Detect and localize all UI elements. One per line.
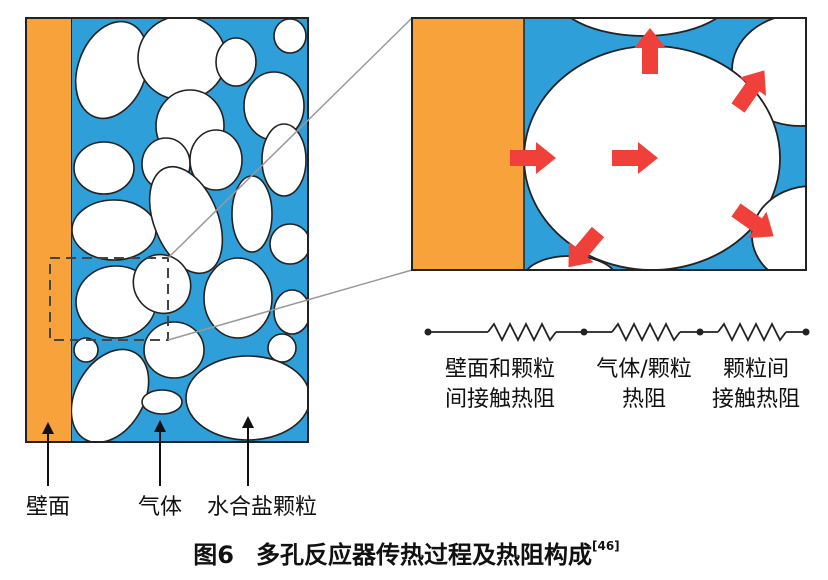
salt-particle (273, 18, 307, 54)
salt-particle (132, 253, 192, 315)
figure-reference: [46] (592, 539, 620, 553)
salt-particle (73, 337, 99, 363)
label-gas: 气体 (138, 495, 182, 520)
heat-arrow-lower-right (731, 203, 774, 239)
salt-particle (231, 175, 273, 253)
salt-particle (141, 389, 183, 415)
salt-particle (189, 129, 243, 191)
zoom-connector-top (167, 17, 413, 259)
wall-strip (25, 17, 73, 443)
heat-arrows (510, 28, 774, 268)
salt-particle (148, 165, 224, 275)
heat-arrow-wall-to-particle (510, 142, 556, 174)
network-node (580, 328, 588, 336)
heat-arrow-lower-left (568, 226, 605, 268)
resistor-gas-particle (611, 321, 681, 343)
salt-particle (215, 37, 257, 87)
heat-arrow-center (612, 142, 658, 174)
resistance-label-3-line1: 颗粒间 (723, 357, 789, 382)
salt-particle (267, 333, 297, 363)
network-nodes (424, 328, 810, 336)
salt-particle (273, 289, 308, 335)
figure-caption: 多孔反应器传热过程及热阻构成 (256, 541, 592, 569)
salt-particle (74, 20, 150, 120)
zoom-connector-bottom (167, 269, 413, 341)
resistor-particle-particle (717, 321, 787, 343)
network-node (424, 328, 432, 336)
salt-particle (72, 199, 157, 261)
zoom-wall (412, 18, 524, 270)
resistor-wall-particle (487, 321, 557, 343)
zoom-outline (411, 17, 807, 271)
resistance-label-2-line2: 热阻 (622, 387, 666, 412)
salt-particle (269, 223, 308, 265)
heat-arrow-up (634, 28, 666, 74)
salt-particle (203, 257, 273, 339)
zoom-panel (411, 17, 807, 271)
salt-particle (73, 141, 135, 195)
resistance-network (428, 321, 806, 343)
network-node (696, 328, 704, 336)
salt-particle (143, 321, 205, 379)
figure-number: 图6 (193, 541, 234, 569)
heat-arrow-upper-right (731, 70, 767, 113)
salt-particle (137, 18, 227, 101)
label-wall: 壁面 (26, 495, 70, 520)
resistance-label-1-line1: 壁面和颗粒 (445, 357, 555, 382)
salt-particle (72, 348, 150, 442)
salt-particles (72, 18, 308, 442)
network-node (802, 328, 810, 336)
label-particle: 水合盐颗粒 (207, 495, 317, 520)
porous-bed-panel (25, 17, 309, 443)
zoom-selection-box (49, 257, 169, 341)
bed-outline (25, 17, 309, 443)
resistance-label-2-line1: 气体/颗粒 (596, 357, 691, 382)
resistance-label-3-line2: 接触热阻 (712, 387, 800, 412)
salt-particle (261, 123, 307, 197)
resistance-label-1-line2: 间接触热阻 (445, 387, 555, 412)
